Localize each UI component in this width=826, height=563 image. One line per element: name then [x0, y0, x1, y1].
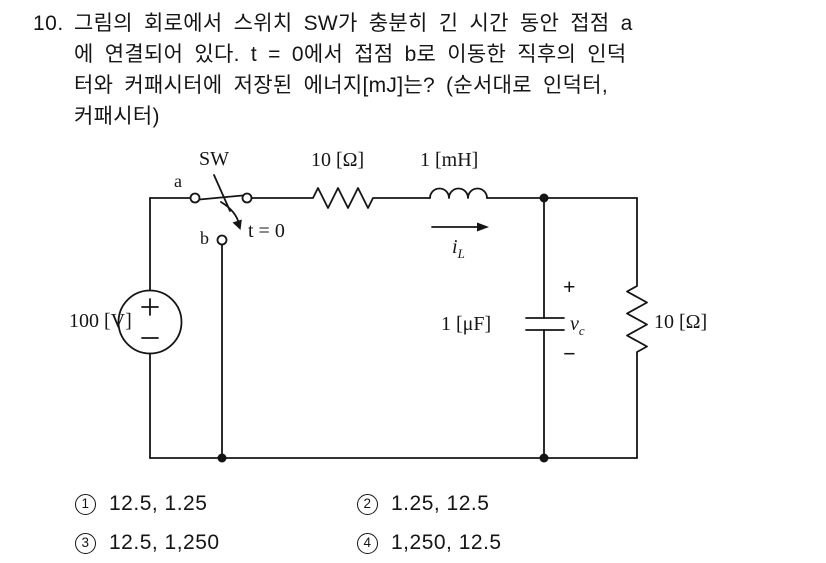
choice-4[interactable]: 4 1,250, 12.5 — [357, 531, 502, 555]
choice-1-label: 12.5, 1.25 — [109, 492, 208, 515]
switch-contact-pole — [241, 192, 253, 204]
node-dot — [539, 453, 549, 463]
switch-label: SW — [199, 148, 229, 170]
voltage-source-plus-icon — [141, 298, 159, 316]
choice-2-number: 2 — [357, 493, 378, 515]
question-line: 그림의 회로에서 스위치 SW가 충분히 긴 시간 동안 접점 a — [74, 12, 633, 35]
question-text: 그림의 회로에서 스위치 SW가 충분히 긴 시간 동안 접점 a 에 연결되어… — [74, 8, 633, 132]
question-block: 10. 그림의 회로에서 스위치 SW가 충분히 긴 시간 동안 접점 a 에 … — [33, 8, 633, 132]
resistor-right-label: 10 [Ω] — [654, 311, 708, 333]
voltage-source-label: 100 [V] — [69, 310, 132, 332]
switch-motion-arrow — [220, 201, 240, 225]
choice-4-number: 4 — [357, 532, 378, 554]
capacitor-plus-sign: + — [563, 274, 576, 299]
switch-time-label: t = 0 — [248, 220, 285, 242]
choice-3-label: 12.5, 1,250 — [109, 531, 220, 554]
node-dot — [539, 193, 549, 203]
switch-contact-b — [216, 234, 228, 246]
choice-2-label: 1.25, 12.5 — [391, 492, 490, 515]
inductor-current-label: iL — [452, 236, 465, 261]
capacitor-voltage-label: vc — [570, 313, 585, 338]
resistor-right-symbol — [626, 197, 648, 459]
contact-b-label: b — [200, 228, 209, 248]
choice-2[interactable]: 2 1.25, 12.5 — [357, 492, 489, 516]
switch-blade — [198, 194, 244, 201]
question-number: 10. — [33, 12, 64, 35]
inductor-symbol — [429, 187, 488, 199]
capacitor-label: 1 [μF] — [441, 313, 492, 335]
capacitor-minus-sign: − — [563, 341, 576, 366]
question-line: 에 연결되어 있다. t = 0에서 접점 b로 이동한 직후의 인덕 — [74, 43, 627, 66]
switch-pivot-line — [213, 174, 231, 212]
current-arrowhead-icon — [477, 222, 489, 232]
inductor-label: 1 [mH] — [420, 149, 479, 171]
question-line: 커패시터) — [74, 105, 160, 128]
resistor-top-label: 10 [Ω] — [311, 149, 365, 171]
choice-1[interactable]: 1 12.5, 1.25 — [75, 492, 207, 516]
contact-a-label: a — [174, 171, 182, 191]
resistor-top-symbol — [250, 187, 431, 209]
choice-4-label: 1,250, 12.5 — [391, 531, 502, 554]
choice-1-number: 1 — [75, 493, 96, 515]
choice-3-number: 3 — [75, 532, 96, 554]
question-line: 터와 커패시터에 저장된 에너지[mJ]는? (순서대로 인덕터, — [74, 74, 608, 97]
choice-3[interactable]: 3 12.5, 1,250 — [75, 531, 220, 555]
switch-arrowhead-icon — [232, 219, 242, 230]
node-dot — [217, 453, 227, 463]
switch-contact-a — [189, 192, 201, 204]
